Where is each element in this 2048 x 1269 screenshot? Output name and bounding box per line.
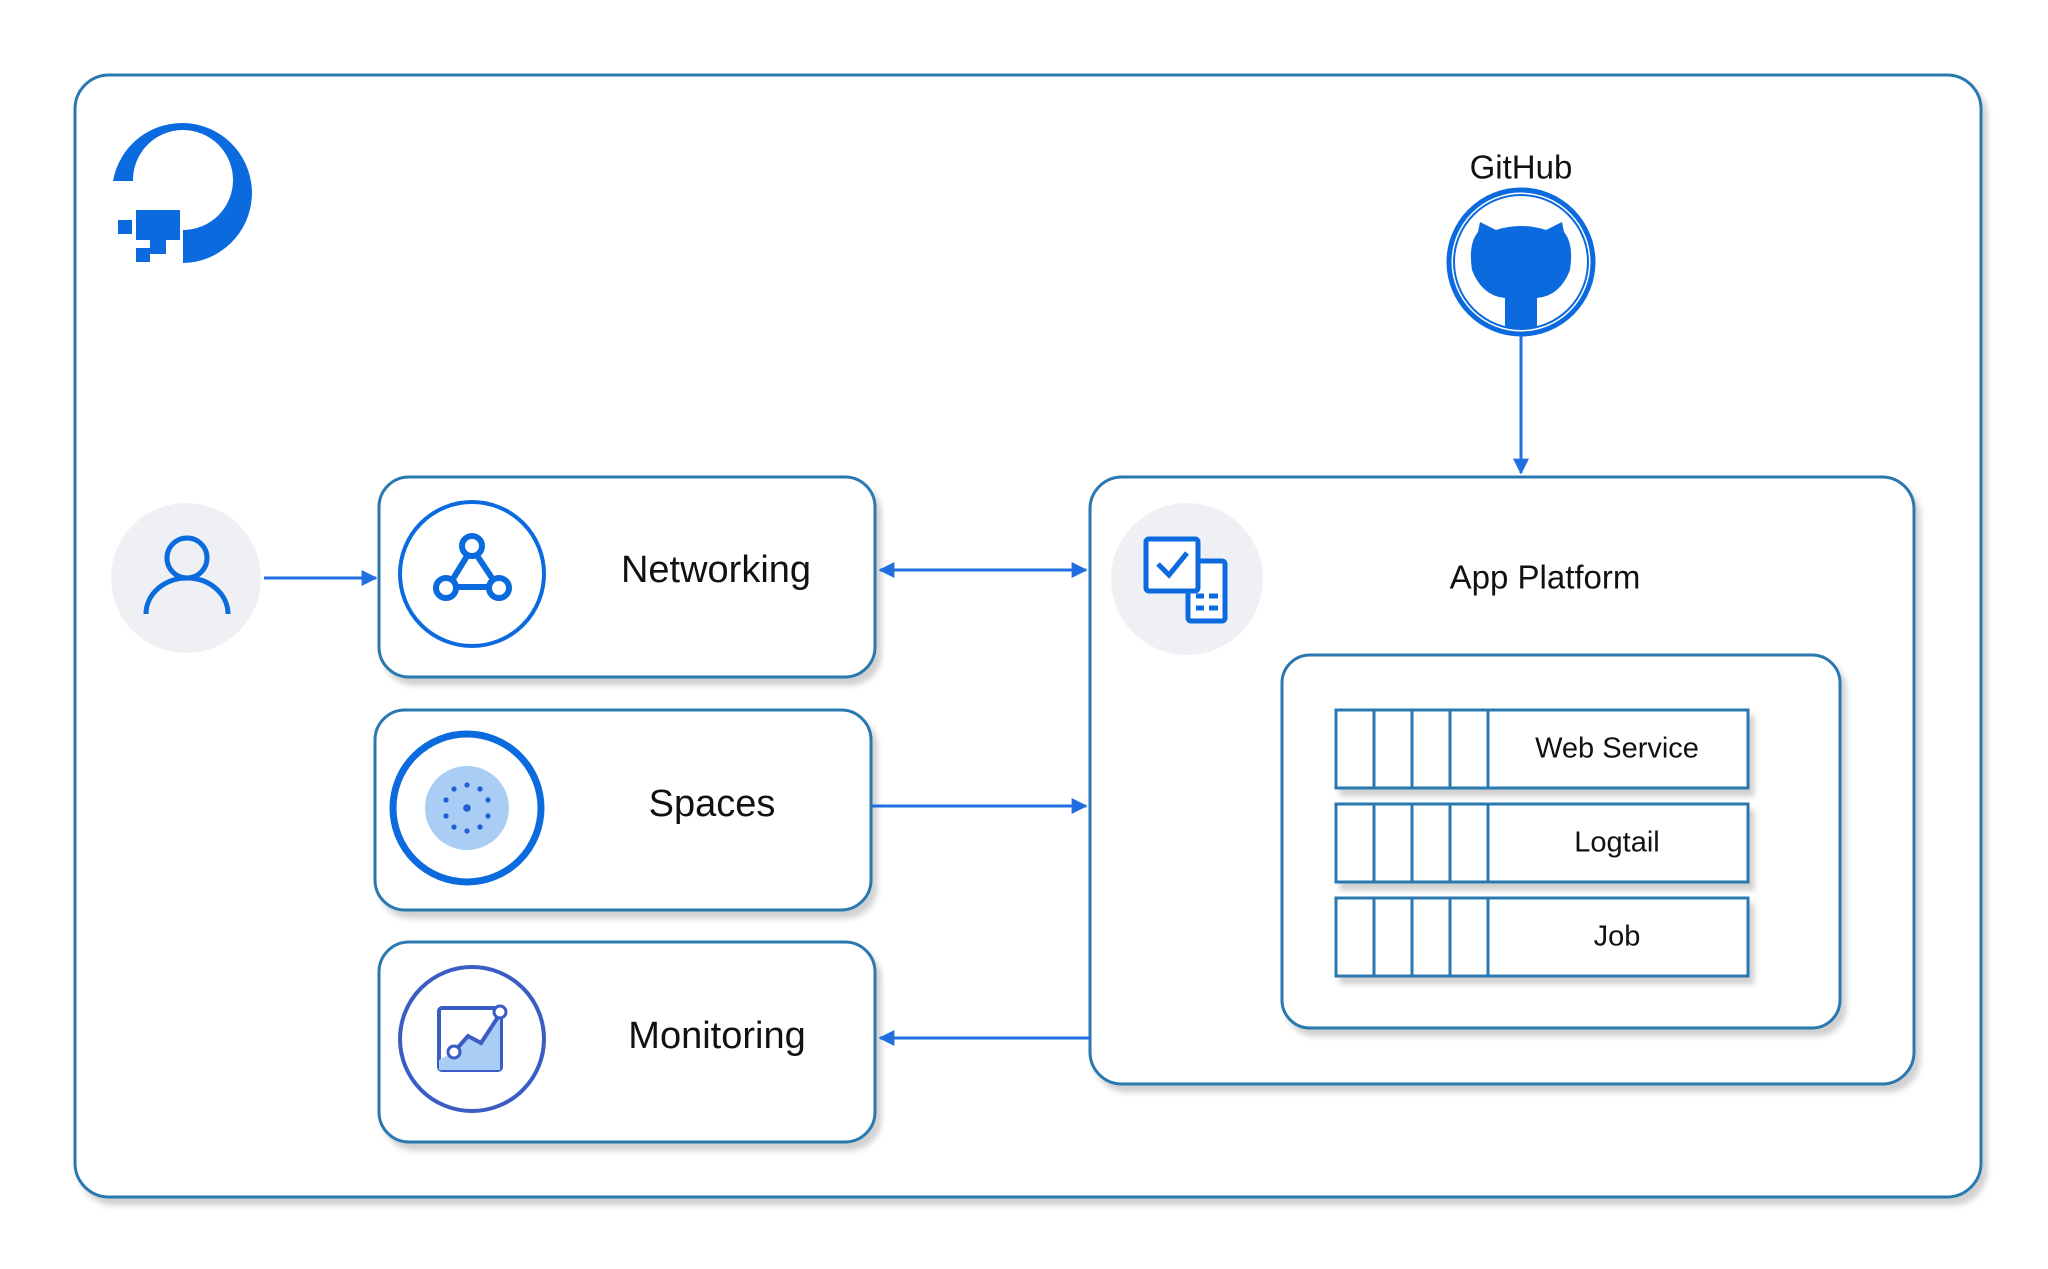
component-label-logtail: Logtail [1574,826,1660,859]
app-platform-node[interactable] [1088,475,1916,1086]
networking-label: Networking [620,549,812,591]
monitoring-chart-icon [437,1004,508,1072]
networking-node[interactable] [377,475,877,679]
component-web-service[interactable] [1334,708,1750,790]
monitoring-node[interactable] [377,940,877,1144]
component-label-web-service: Web Service [1535,732,1699,765]
component-job[interactable] [1334,896,1750,978]
component-label-job: Job [1593,920,1641,953]
app-platform-label: App Platform [1449,558,1641,596]
connectors [264,336,1529,1046]
component-logtail[interactable] [1334,802,1750,884]
github-octocat-icon [1453,194,1589,330]
github-label: GitHub [1469,148,1573,186]
github-node[interactable] [1446,187,1596,337]
app-platform-icon [1143,536,1228,624]
spaces-icon [425,766,509,850]
spaces-label: Spaces [648,783,776,825]
user-icon [111,503,261,653]
networking-icon [433,533,512,601]
digitalocean-logo-icon [113,123,252,264]
spaces-node[interactable] [373,708,873,912]
monitoring-label: Monitoring [628,1015,806,1057]
